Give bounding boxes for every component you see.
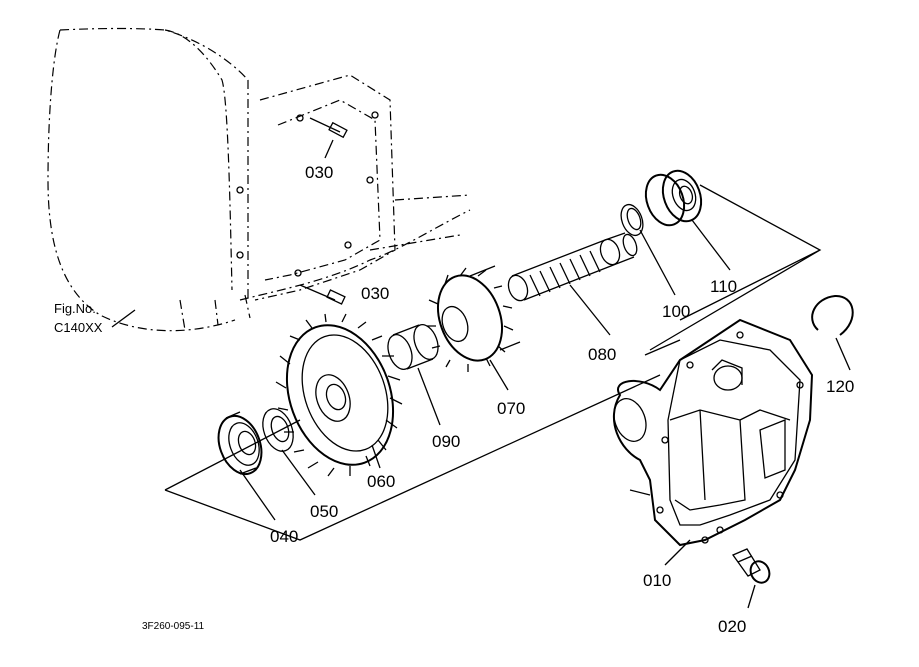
label-100: 100: [662, 302, 690, 321]
collar-090: [387, 324, 439, 370]
snap-ring-100: [620, 203, 644, 237]
shaft-080: [507, 232, 638, 302]
gear-060: [275, 313, 403, 477]
engine-housing-outline: [47, 27, 471, 332]
label-030-upper: 030: [305, 163, 333, 182]
label-020: 020: [718, 617, 746, 636]
alignment-guide-lines: [164, 184, 822, 541]
label-060: 060: [367, 472, 395, 491]
label-030-lower: 030: [361, 284, 389, 303]
label-080: 080: [588, 345, 616, 364]
label-050: 050: [310, 502, 338, 521]
figure-reference: Fig.No. C140XX: [54, 301, 136, 335]
plug-020: [732, 548, 771, 584]
circlip-120: [811, 294, 854, 336]
bearing-040: [217, 411, 263, 476]
drawing-code: 3F260-095-11: [142, 621, 205, 632]
pin-upper: [309, 117, 348, 159]
label-070: 070: [497, 399, 525, 418]
pin-lower: [299, 284, 346, 305]
gear-070: [427, 265, 521, 372]
label-110: 110: [710, 277, 737, 296]
label-010: 010: [643, 571, 671, 590]
figure-ref-line2: C140XX: [54, 320, 103, 335]
label-090: 090: [432, 432, 460, 451]
part-labels: 030 030 040 050 060 070 080 090 100 110 …: [270, 163, 854, 636]
label-040: 040: [270, 527, 298, 546]
leader-lines: [239, 219, 851, 609]
label-120: 120: [826, 377, 854, 396]
figure-ref-line1: Fig.No.: [54, 301, 96, 316]
bearing-110: [644, 169, 703, 227]
housing-cover-010: [612, 318, 814, 547]
